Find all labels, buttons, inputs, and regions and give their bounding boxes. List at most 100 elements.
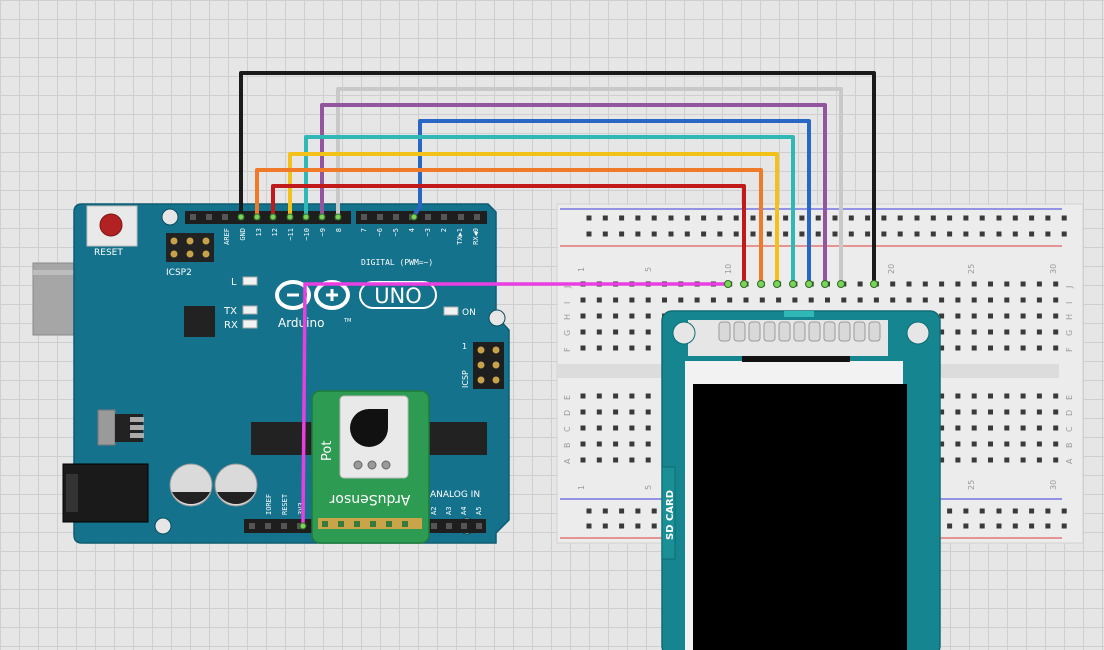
- analog-pin-socket[interactable]: [446, 523, 452, 529]
- reset-button-cap[interactable]: [99, 213, 123, 237]
- power-rail-hole[interactable]: [602, 508, 608, 514]
- breadboard-hole[interactable]: [645, 393, 651, 399]
- breadboard-hole[interactable]: [613, 313, 619, 319]
- breadboard-hole[interactable]: [580, 457, 586, 463]
- breadboard-hole[interactable]: [1004, 329, 1010, 335]
- power-rail-hole[interactable]: [1061, 523, 1067, 529]
- sensor-pin[interactable]: [370, 521, 376, 527]
- breadboard-hole[interactable]: [629, 409, 635, 415]
- breadboard-hole[interactable]: [1036, 409, 1042, 415]
- breadboard-hole[interactable]: [1004, 457, 1010, 463]
- breadboard-hole[interactable]: [988, 329, 993, 335]
- breadboard-hole[interactable]: [939, 409, 945, 415]
- breadboard-hole[interactable]: [645, 345, 651, 351]
- power-rail-hole[interactable]: [586, 523, 592, 529]
- power-rail-hole[interactable]: [651, 523, 657, 529]
- power-rail-hole[interactable]: [1029, 231, 1035, 237]
- power-rail-hole[interactable]: [897, 215, 903, 221]
- breadboard-hole[interactable]: [971, 425, 977, 431]
- breadboard-hole[interactable]: [759, 297, 765, 303]
- breadboard-hole[interactable]: [988, 297, 993, 303]
- wire-endpoint[interactable]: [286, 213, 294, 221]
- breadboard-hole[interactable]: [1036, 345, 1042, 351]
- wire-black-gnd[interactable]: [239, 71, 876, 286]
- breadboard-hole[interactable]: [1036, 297, 1042, 303]
- breadboard-hole[interactable]: [613, 425, 619, 431]
- breadboard-hole[interactable]: [645, 441, 651, 447]
- breadboard-hole[interactable]: [955, 441, 961, 447]
- digital-pin-socket[interactable]: [441, 214, 447, 220]
- breadboard-hole[interactable]: [971, 345, 977, 351]
- power-rail-hole[interactable]: [651, 231, 657, 237]
- breadboard-hole[interactable]: [955, 345, 961, 351]
- digital-pin-socket[interactable]: [206, 214, 212, 220]
- wire-red-pin12[interactable]: [271, 184, 746, 286]
- breadboard-hole[interactable]: [906, 297, 912, 303]
- power-rail-hole[interactable]: [684, 231, 690, 237]
- breadboard-hole[interactable]: [1053, 297, 1059, 303]
- power-rail-hole[interactable]: [979, 523, 985, 529]
- power-rail-hole[interactable]: [897, 231, 903, 237]
- power-rail-hole[interactable]: [963, 523, 969, 529]
- power-rail-hole[interactable]: [996, 231, 1002, 237]
- power-rail-hole[interactable]: [635, 523, 641, 529]
- power-rail-hole[interactable]: [947, 508, 953, 514]
- breadboard-hole[interactable]: [1036, 441, 1042, 447]
- reset-button[interactable]: [86, 205, 138, 247]
- icsp2-pin[interactable]: [170, 237, 178, 245]
- icsp2-pin[interactable]: [202, 250, 210, 258]
- breadboard-hole[interactable]: [939, 345, 945, 351]
- breadboard-hole[interactable]: [939, 425, 945, 431]
- power-rail-hole[interactable]: [619, 215, 625, 221]
- icsp-pin[interactable]: [492, 346, 500, 354]
- power-rail-hole[interactable]: [799, 231, 805, 237]
- breadboard-hole[interactable]: [1004, 409, 1010, 415]
- breadboard-hole[interactable]: [971, 297, 977, 303]
- breadboard-hole[interactable]: [1020, 329, 1026, 335]
- power-rail-hole[interactable]: [947, 215, 953, 221]
- power-rail-hole[interactable]: [1012, 508, 1018, 514]
- breadboard-hole[interactable]: [922, 297, 928, 303]
- analog-pin-socket[interactable]: [431, 523, 437, 529]
- icsp2-pin[interactable]: [202, 237, 210, 245]
- breadboard-hole[interactable]: [988, 441, 993, 447]
- display-header-pin[interactable]: [823, 321, 836, 342]
- power-rail-hole[interactable]: [996, 508, 1002, 514]
- breadboard-hole[interactable]: [580, 329, 586, 335]
- power-rail-hole[interactable]: [1029, 508, 1035, 514]
- power-pin-socket[interactable]: [281, 523, 287, 529]
- display-header-pin[interactable]: [853, 321, 866, 342]
- breadboard-hole[interactable]: [580, 441, 586, 447]
- breadboard-hole[interactable]: [939, 329, 945, 335]
- power-rail-hole[interactable]: [635, 215, 641, 221]
- display-header-pin[interactable]: [733, 321, 746, 342]
- power-rail-hole[interactable]: [602, 523, 608, 529]
- wire-purple-pin9[interactable]: [320, 103, 827, 286]
- power-rail-hole[interactable]: [701, 215, 707, 221]
- breadboard-hole[interactable]: [694, 297, 700, 303]
- breadboard-hole[interactable]: [939, 297, 945, 303]
- analog-pin-socket[interactable]: [476, 523, 482, 529]
- breadboard-hole[interactable]: [580, 313, 586, 319]
- breadboard-hole[interactable]: [988, 393, 993, 399]
- analog-pin-socket[interactable]: [461, 523, 467, 529]
- breadboard-hole[interactable]: [1053, 393, 1059, 399]
- sensor-pin[interactable]: [402, 521, 408, 527]
- power-rail-hole[interactable]: [914, 231, 920, 237]
- power-rail-hole[interactable]: [947, 231, 953, 237]
- display-header-pin[interactable]: [718, 321, 731, 342]
- wire-endpoint[interactable]: [789, 280, 797, 288]
- digital-pin-socket[interactable]: [190, 214, 196, 220]
- breadboard-hole[interactable]: [808, 297, 814, 303]
- breadboard-hole[interactable]: [743, 297, 749, 303]
- breadboard-hole[interactable]: [1036, 425, 1042, 431]
- power-rail-hole[interactable]: [832, 215, 838, 221]
- breadboard-hole[interactable]: [841, 297, 847, 303]
- breadboard-hole[interactable]: [629, 425, 635, 431]
- power-rail-hole[interactable]: [963, 215, 969, 221]
- wire-orange-pin13[interactable]: [255, 168, 763, 286]
- breadboard-hole[interactable]: [971, 313, 977, 319]
- wire-endpoint[interactable]: [302, 213, 310, 221]
- breadboard-hole[interactable]: [857, 281, 863, 287]
- breadboard-hole[interactable]: [613, 409, 619, 415]
